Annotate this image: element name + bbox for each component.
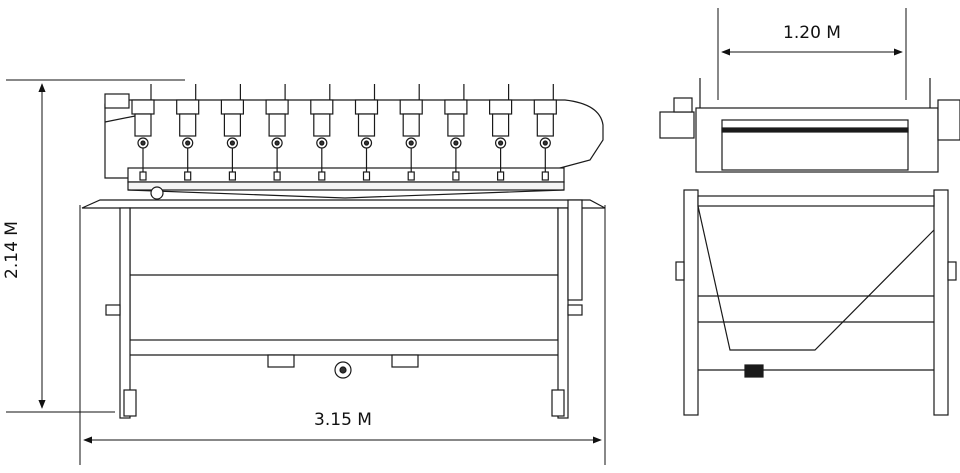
motor-head	[310, 99, 334, 115]
motor-head	[444, 99, 468, 115]
motor-unit	[489, 84, 513, 181]
motor-nozzle	[497, 171, 505, 181]
motor-head	[354, 99, 379, 115]
length-dimension	[79, 205, 606, 465]
side-hopper	[697, 205, 935, 351]
motor-head	[489, 99, 513, 115]
motor-head	[533, 99, 557, 115]
front-outlet-left	[267, 354, 295, 368]
motor-unit	[354, 84, 379, 181]
motor-nozzle	[362, 171, 371, 181]
motor-shaft-core	[140, 140, 146, 146]
motor-nozzle	[184, 171, 192, 181]
front-chute-right	[344, 189, 565, 199]
motor-body	[492, 113, 510, 137]
front-fitting-left	[105, 304, 121, 316]
front-leg-right	[557, 207, 569, 419]
motor-nozzle	[318, 171, 326, 181]
motor-nozzle	[452, 171, 460, 181]
side-drum-band	[721, 127, 909, 133]
front-drain-valve-core	[339, 366, 347, 374]
side-leg-right	[933, 189, 949, 416]
motor-shaft-core	[498, 140, 504, 146]
motor-shaft-core	[363, 140, 370, 146]
motor-unit	[265, 84, 289, 181]
motor-nozzle	[541, 171, 549, 181]
motor-body	[134, 113, 152, 137]
motor-shaft-core	[185, 140, 191, 146]
motor-unit	[444, 84, 468, 181]
motor-shaft-core	[542, 140, 548, 146]
motor-body	[536, 113, 554, 137]
side-motor-left-cap	[673, 97, 693, 113]
motor-shaft-core	[453, 140, 459, 146]
motor-nozzle	[228, 171, 236, 181]
front-tank	[129, 207, 559, 341]
side-top-rail	[697, 195, 935, 207]
motor-unit	[220, 84, 244, 181]
motor-head	[220, 99, 244, 115]
side-leg-left	[683, 189, 699, 416]
motor-unit	[533, 84, 557, 181]
motor-unit	[310, 84, 334, 181]
motor-head	[176, 99, 200, 115]
motor-unit	[131, 84, 155, 181]
motor-shaft-core	[408, 140, 414, 146]
side-motor-left	[659, 111, 695, 139]
motor-head	[399, 99, 423, 115]
side-handle-right	[947, 261, 957, 281]
width-dimension	[717, 8, 907, 100]
front-leg-left	[119, 207, 131, 419]
motor-body	[179, 113, 197, 137]
front-left-cap	[104, 93, 130, 109]
front-feeder-rail-lower	[127, 181, 565, 191]
motor-nozzle	[407, 171, 415, 181]
front-fitting-right	[567, 304, 583, 316]
motor-body	[268, 113, 286, 137]
motor-shaft-core	[319, 140, 325, 146]
motor-shaft-core	[229, 140, 235, 146]
motor-body	[313, 113, 331, 137]
height-label: 2.14 M	[2, 221, 22, 279]
side-handle-left	[675, 261, 685, 281]
front-roller	[150, 186, 164, 200]
motor-body	[447, 113, 465, 137]
front-view	[81, 84, 606, 419]
front-motors	[131, 84, 557, 181]
side-drain	[744, 364, 764, 378]
length-label: 3.15 M	[314, 410, 372, 430]
front-chute-left	[127, 189, 346, 199]
front-housing-seam	[104, 115, 136, 123]
motor-nozzle	[273, 171, 281, 181]
motor-body	[402, 113, 420, 137]
front-side-pipe	[567, 199, 583, 301]
front-foot-right	[551, 389, 565, 417]
motor-shaft-core	[274, 140, 280, 146]
motor-body	[223, 113, 241, 137]
motor-body	[357, 113, 376, 137]
motor-nozzle	[139, 171, 147, 181]
motor-head	[265, 99, 289, 115]
motor-head	[131, 99, 155, 115]
motor-unit	[399, 84, 423, 181]
front-table-top	[81, 199, 606, 209]
side-motor-right	[937, 99, 960, 141]
side-view	[659, 78, 960, 416]
width-label: 1.20 M	[783, 23, 841, 43]
front-foot-left	[123, 389, 137, 417]
height-dimension	[6, 79, 185, 413]
front-outlet-right	[391, 354, 419, 368]
motor-unit	[176, 84, 200, 181]
